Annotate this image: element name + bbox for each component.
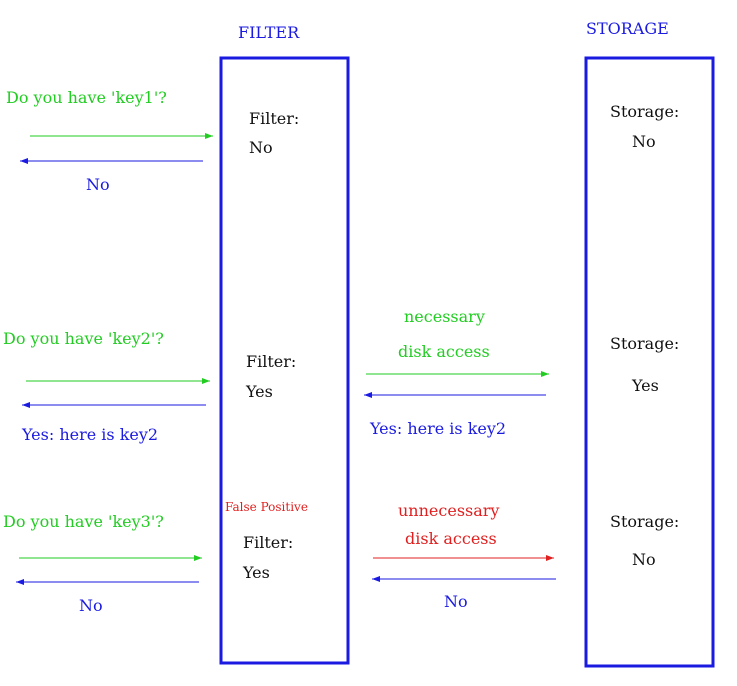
query2-question: Do you have 'key2'? [3, 329, 164, 348]
query1-storage-value: No [632, 132, 656, 151]
query2-storage-label: Storage: [610, 334, 679, 353]
query2-storage-reply: Yes: here is key2 [369, 419, 506, 438]
query1-filter-value: No [249, 138, 273, 157]
query3-filter-value: Yes [242, 563, 270, 582]
false-positive-label: False Positive [225, 500, 308, 514]
query1-filter-label: Filter: [249, 109, 299, 128]
storage-box [584, 56, 715, 668]
query1-group: Do you have 'key1'? No Filter: No Storag… [6, 88, 679, 194]
filter-header: FILTER [238, 23, 300, 42]
query3-reply: No [79, 596, 103, 615]
query1-reply: No [86, 175, 110, 194]
query3-storage-value: No [632, 550, 656, 569]
query3-group: Do you have 'key3'? No False Positive Fi… [3, 500, 679, 615]
query3-access-line2: disk access [405, 529, 497, 548]
query1-question: Do you have 'key1'? [6, 88, 167, 107]
query2-storage-value: Yes [631, 376, 659, 395]
filter-box [219, 56, 350, 665]
query2-filter-label: Filter: [246, 352, 296, 371]
query3-access-line1: unnecessary [398, 501, 499, 520]
query2-access-line1: necessary [404, 307, 485, 326]
query2-access-line2: disk access [398, 342, 490, 361]
query2-filter-value: Yes [245, 382, 273, 401]
query2-group: Do you have 'key2'? Yes: here is key2 Fi… [3, 307, 679, 444]
query2-reply: Yes: here is key2 [21, 425, 158, 444]
query3-storage-reply: No [444, 592, 468, 611]
query3-filter-label: Filter: [243, 533, 293, 552]
query3-storage-label: Storage: [610, 512, 679, 531]
storage-header: STORAGE [586, 19, 669, 38]
query3-question: Do you have 'key3'? [3, 512, 164, 531]
query1-storage-label: Storage: [610, 102, 679, 121]
